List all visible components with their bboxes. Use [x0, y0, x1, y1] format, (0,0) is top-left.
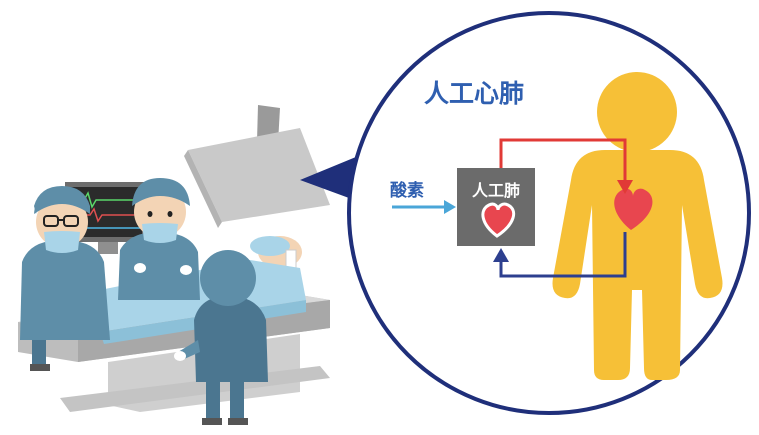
human-body-icon [552, 72, 723, 380]
artificial-lung-label: 人工肺 [472, 181, 520, 200]
oxygenated-blood-line [499, 138, 627, 184]
machine-heart-icon [481, 202, 516, 238]
magnified-callout: 人工心肺 人工肺 酸素 [347, 11, 751, 415]
surgeon-foreground [174, 250, 268, 425]
oxygen-arrowhead [444, 200, 456, 214]
surgery-scene [18, 105, 330, 425]
red-arrowhead [617, 180, 633, 194]
deoxygenated-blood-line [499, 232, 627, 278]
surgeon-with-glasses [20, 186, 110, 371]
surgical-lamp-icon [184, 105, 330, 228]
surgeon-center [118, 178, 200, 300]
body-heart-icon [614, 188, 653, 230]
diagram-title: 人工心肺 [424, 79, 524, 108]
oxygen-label: 酸素 [390, 180, 424, 201]
blue-arrowhead [493, 248, 509, 262]
